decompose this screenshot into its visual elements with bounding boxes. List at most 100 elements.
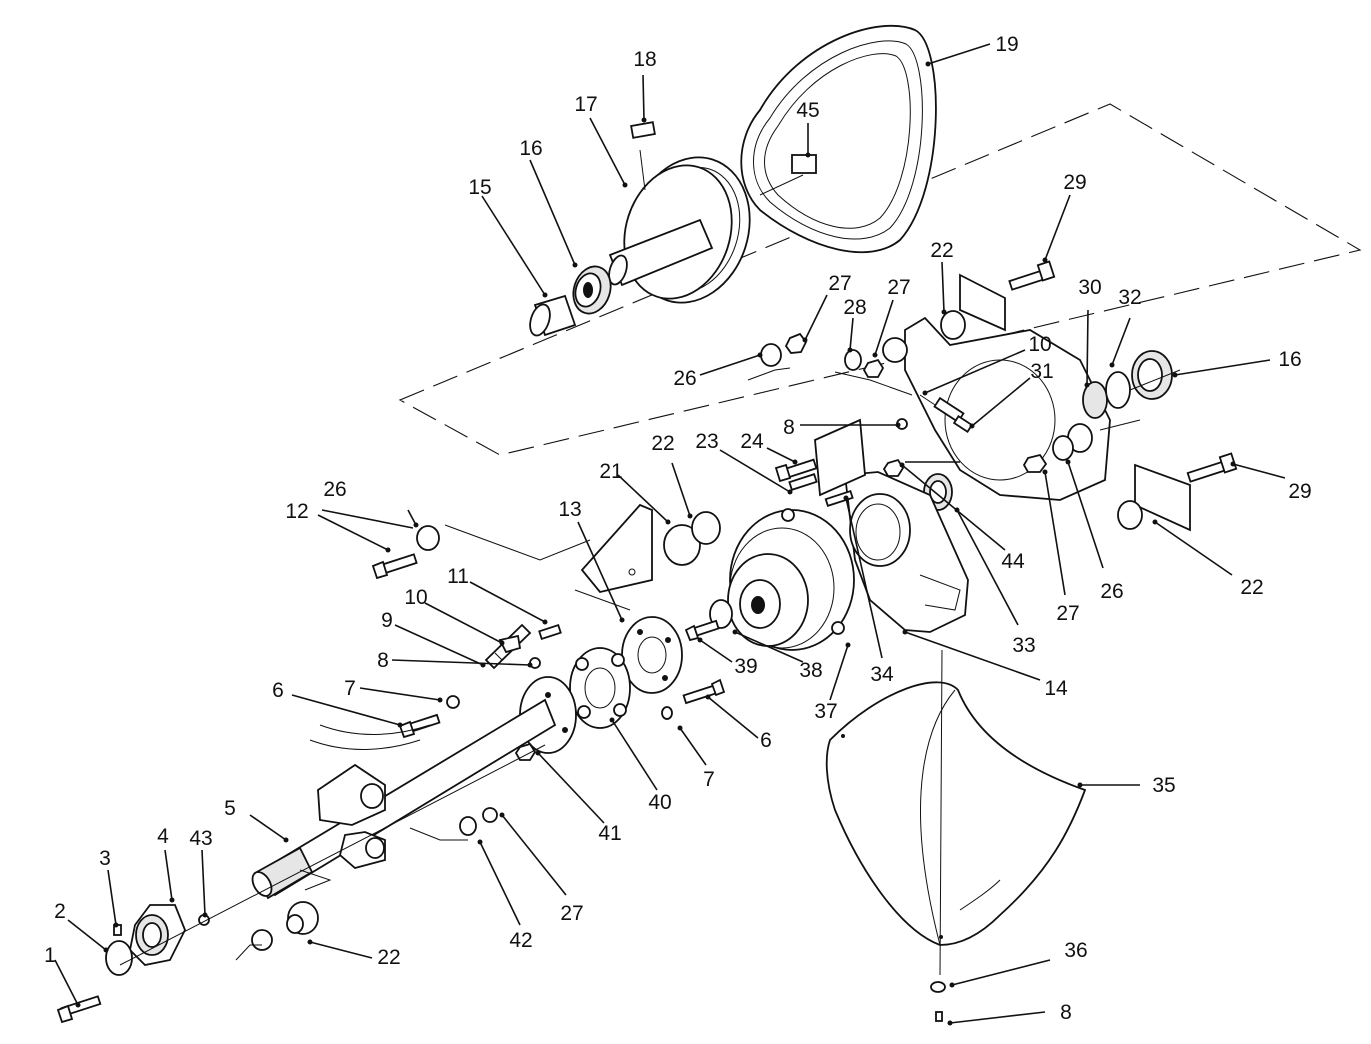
callout-32: 32	[1118, 286, 1141, 309]
callout-3: 3	[99, 847, 111, 870]
alignment-lines	[119, 149, 1181, 976]
callout-31: 31	[1030, 360, 1053, 383]
callout-21: 21	[599, 460, 622, 483]
callout-22-lower: 22	[377, 946, 400, 969]
bearing-part-16-upper	[572, 265, 612, 315]
cover-part-37	[727, 508, 855, 651]
callout-6-right: 6	[760, 729, 772, 752]
callout-26-right: 26	[1100, 580, 1123, 603]
callout-16-right: 16	[1278, 348, 1301, 371]
callout-28: 28	[843, 296, 866, 319]
callout-40: 40	[648, 791, 671, 814]
bushing-part-15	[529, 294, 577, 337]
callout-22-right: 22	[1240, 576, 1263, 599]
callout-30: 30	[1078, 276, 1101, 299]
shaft-bracket-upper	[317, 763, 386, 826]
nut-part-44	[882, 458, 905, 477]
callout-27-mid: 27	[887, 276, 910, 299]
callout-17: 17	[574, 93, 597, 116]
callout-7-right: 7	[703, 768, 715, 791]
pulley-part-17	[608, 156, 751, 304]
callout-14: 14	[1044, 677, 1068, 700]
callout-36: 36	[1064, 939, 1087, 962]
belt-part-19	[740, 24, 937, 254]
callout-16-top: 16	[519, 137, 542, 160]
callout-6-left: 6	[272, 679, 284, 702]
callout-13: 13	[558, 498, 581, 521]
callout-5: 5	[224, 797, 236, 820]
lockwasher-part-32	[1105, 371, 1131, 409]
callout-27-lower: 27	[560, 902, 583, 925]
screw-part-8-bottom	[935, 1011, 943, 1022]
callout-35: 35	[1152, 774, 1175, 797]
callout-42: 42	[509, 929, 532, 952]
callout-12: 12	[285, 500, 308, 523]
collar-part-2	[105, 940, 133, 976]
callout-15: 15	[468, 176, 491, 199]
bolt-part-23	[788, 473, 818, 491]
callout-27-right: 27	[1056, 602, 1079, 625]
callout-44: 44	[1001, 550, 1025, 573]
washer-part-26-right	[1052, 435, 1074, 461]
callout-26-left: 26	[323, 478, 346, 501]
callout-9: 9	[381, 609, 393, 632]
washer-part-36	[930, 981, 946, 993]
bearing-part-16-right	[1131, 350, 1173, 400]
mount-plate	[814, 418, 866, 497]
callout-10-left: 10	[404, 586, 427, 609]
callout-39: 39	[734, 655, 757, 678]
nut-part-41	[514, 742, 537, 761]
key-part-45	[791, 154, 817, 174]
callout-38: 38	[799, 659, 822, 682]
leader-lines	[54, 43, 1286, 1026]
bracket-part-21	[580, 503, 653, 594]
washer-part-42	[459, 816, 477, 836]
clip-part-10	[498, 634, 522, 654]
callout-45: 45	[796, 99, 819, 122]
ring-part-30	[1082, 381, 1108, 419]
bearing-flange-part-4	[129, 904, 186, 966]
callout-22-top: 22	[930, 239, 953, 262]
callout-10-top: 10	[1028, 333, 1051, 356]
callout-37: 37	[814, 700, 837, 723]
housing-plate	[904, 316, 1111, 501]
callout-1: 1	[44, 944, 56, 967]
callout-7-left: 7	[344, 677, 356, 700]
bracket-part-22-right	[1117, 463, 1191, 532]
callout-29-top: 29	[1063, 171, 1086, 194]
callout-11: 11	[447, 565, 469, 588]
bolt-part-12	[371, 553, 418, 580]
key-part-18	[630, 121, 656, 139]
nut-part-27-top	[784, 332, 808, 354]
washer-part-lower	[251, 929, 273, 951]
callout-8-bottom: 8	[1060, 1001, 1072, 1024]
callout-23: 23	[695, 430, 718, 453]
callout-33: 33	[1012, 634, 1035, 657]
bolt-part-29-right	[1186, 452, 1238, 483]
screw-part-31	[952, 415, 974, 433]
coupling-part-40	[569, 647, 631, 729]
callout-4: 4	[157, 825, 169, 848]
callout-26-top: 26	[673, 367, 696, 390]
callout-41: 41	[598, 822, 621, 845]
spacer-part-22-mid	[663, 511, 721, 566]
callout-43: 43	[189, 827, 212, 850]
bolt-part-34	[824, 489, 854, 507]
spacer-part-22-lower	[286, 901, 319, 935]
washer-part-7-right	[661, 706, 673, 720]
callout-8-left: 8	[377, 649, 389, 672]
callout-8-top: 8	[783, 416, 795, 439]
bolt-part-11	[538, 623, 562, 641]
bolt-part-6-left	[398, 713, 441, 739]
callout-labels: 1 2 3 4 43 5 6 7 8 9 10 11 12 26 13 21 2…	[44, 33, 1312, 1024]
callout-27-top: 27	[828, 272, 851, 295]
nut-part-27-mid	[862, 358, 885, 378]
bolt-part-1	[56, 995, 102, 1024]
washer-part-26-left	[416, 525, 440, 551]
washer-part-26-top	[760, 343, 782, 367]
shield-part-35	[825, 681, 1087, 946]
callout-18: 18	[633, 48, 656, 71]
bolt-part-29-top	[1008, 260, 1056, 291]
callout-29-right: 29	[1288, 480, 1311, 503]
